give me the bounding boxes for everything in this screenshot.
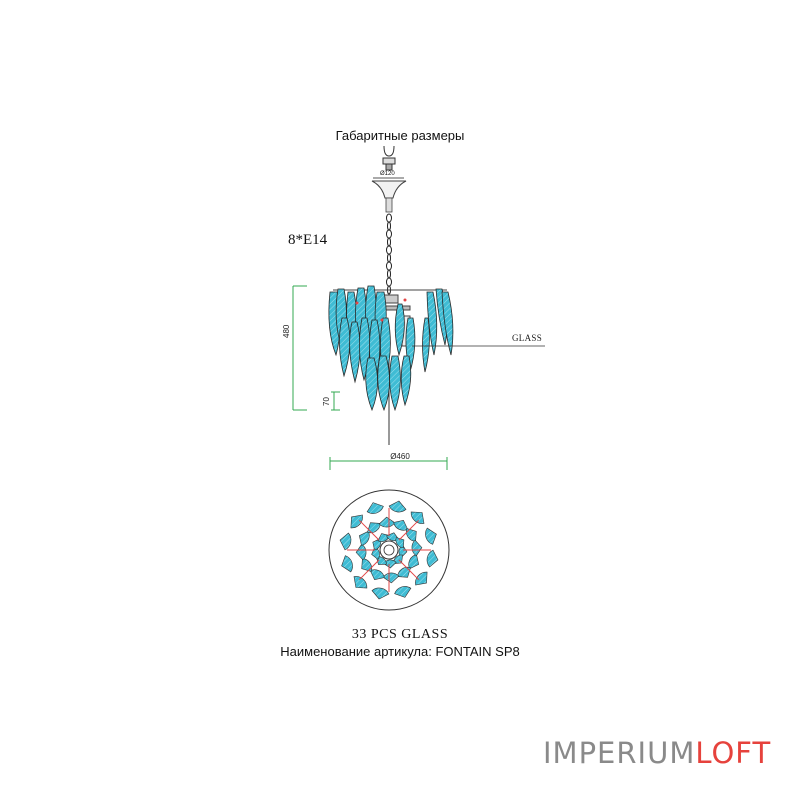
glass-drop-top-view bbox=[366, 502, 384, 514]
arm-spoke bbox=[358, 519, 380, 541]
glass-drop-top-view bbox=[410, 511, 425, 524]
glass-drop-top-view bbox=[425, 527, 437, 545]
bulbs-marks bbox=[355, 298, 407, 322]
arm-spoke bbox=[358, 559, 380, 581]
glass-drop-top-view bbox=[341, 555, 353, 573]
height-label: 480 bbox=[282, 324, 291, 338]
glass-drop-top-view bbox=[394, 586, 412, 598]
glass-drop-top-view bbox=[395, 537, 405, 549]
glass-drop-top-view bbox=[426, 549, 439, 568]
glass-drop-top-view bbox=[350, 514, 363, 529]
bulbs-spec: 8*E14 bbox=[288, 232, 328, 248]
height-dimension bbox=[292, 285, 307, 411]
arm-spoke bbox=[398, 519, 420, 541]
drop-dimension bbox=[331, 391, 340, 411]
glass-drop-top-view bbox=[371, 587, 390, 600]
diameter-label: Ø460 bbox=[390, 452, 410, 461]
glass-drop-top-view bbox=[411, 539, 423, 557]
arm-spoke bbox=[398, 559, 420, 581]
article-name: Наименование артикула: FONTAIN SP8 bbox=[280, 644, 520, 659]
diameter-dimension bbox=[329, 457, 448, 470]
drop-label: 70 bbox=[322, 397, 331, 406]
imperiumloft-logo: IMPERIUMLOFT bbox=[543, 736, 771, 770]
page-title: Габаритные размеры bbox=[335, 128, 465, 143]
canopy-diameter-label: Ø120 bbox=[380, 171, 395, 177]
glass-label: GLASS bbox=[512, 333, 543, 343]
glass-drop-top-view bbox=[339, 532, 352, 551]
glass-drop-top-view bbox=[415, 571, 428, 586]
logo-part-loft: LOFT bbox=[695, 736, 772, 770]
glass-drop-top-view bbox=[353, 576, 368, 589]
hook-icon bbox=[382, 145, 396, 171]
top-view bbox=[328, 489, 450, 611]
canopy bbox=[371, 177, 407, 213]
glass-drop-top-view bbox=[388, 500, 407, 513]
glass-drops bbox=[328, 285, 454, 412]
chain bbox=[386, 213, 392, 295]
glass-count: 33 PCS GLASS bbox=[351, 627, 449, 642]
logo-part-imperium: IMPERIUM bbox=[543, 736, 696, 770]
